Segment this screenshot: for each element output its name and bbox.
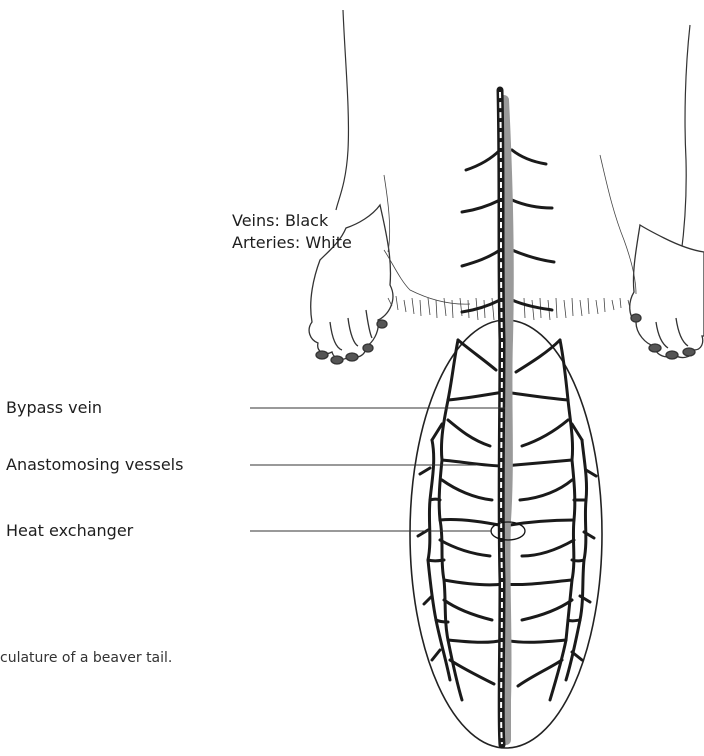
leader-lines	[250, 408, 505, 531]
label-bypass-vein: Bypass vein	[6, 398, 102, 418]
right-hind-foot	[630, 225, 704, 359]
legend-veins: Veins: Black	[232, 210, 352, 232]
label-anastomosing-vessels: Anastomosing vessels	[6, 455, 183, 475]
figure-caption: culature of a beaver tail.	[0, 648, 172, 668]
legend-arteries: Arteries: White	[232, 232, 352, 254]
central-vessels	[462, 90, 554, 745]
legend: Veins: Black Arteries: White	[232, 210, 352, 254]
label-heat-exchanger: Heat exchanger	[6, 521, 133, 541]
